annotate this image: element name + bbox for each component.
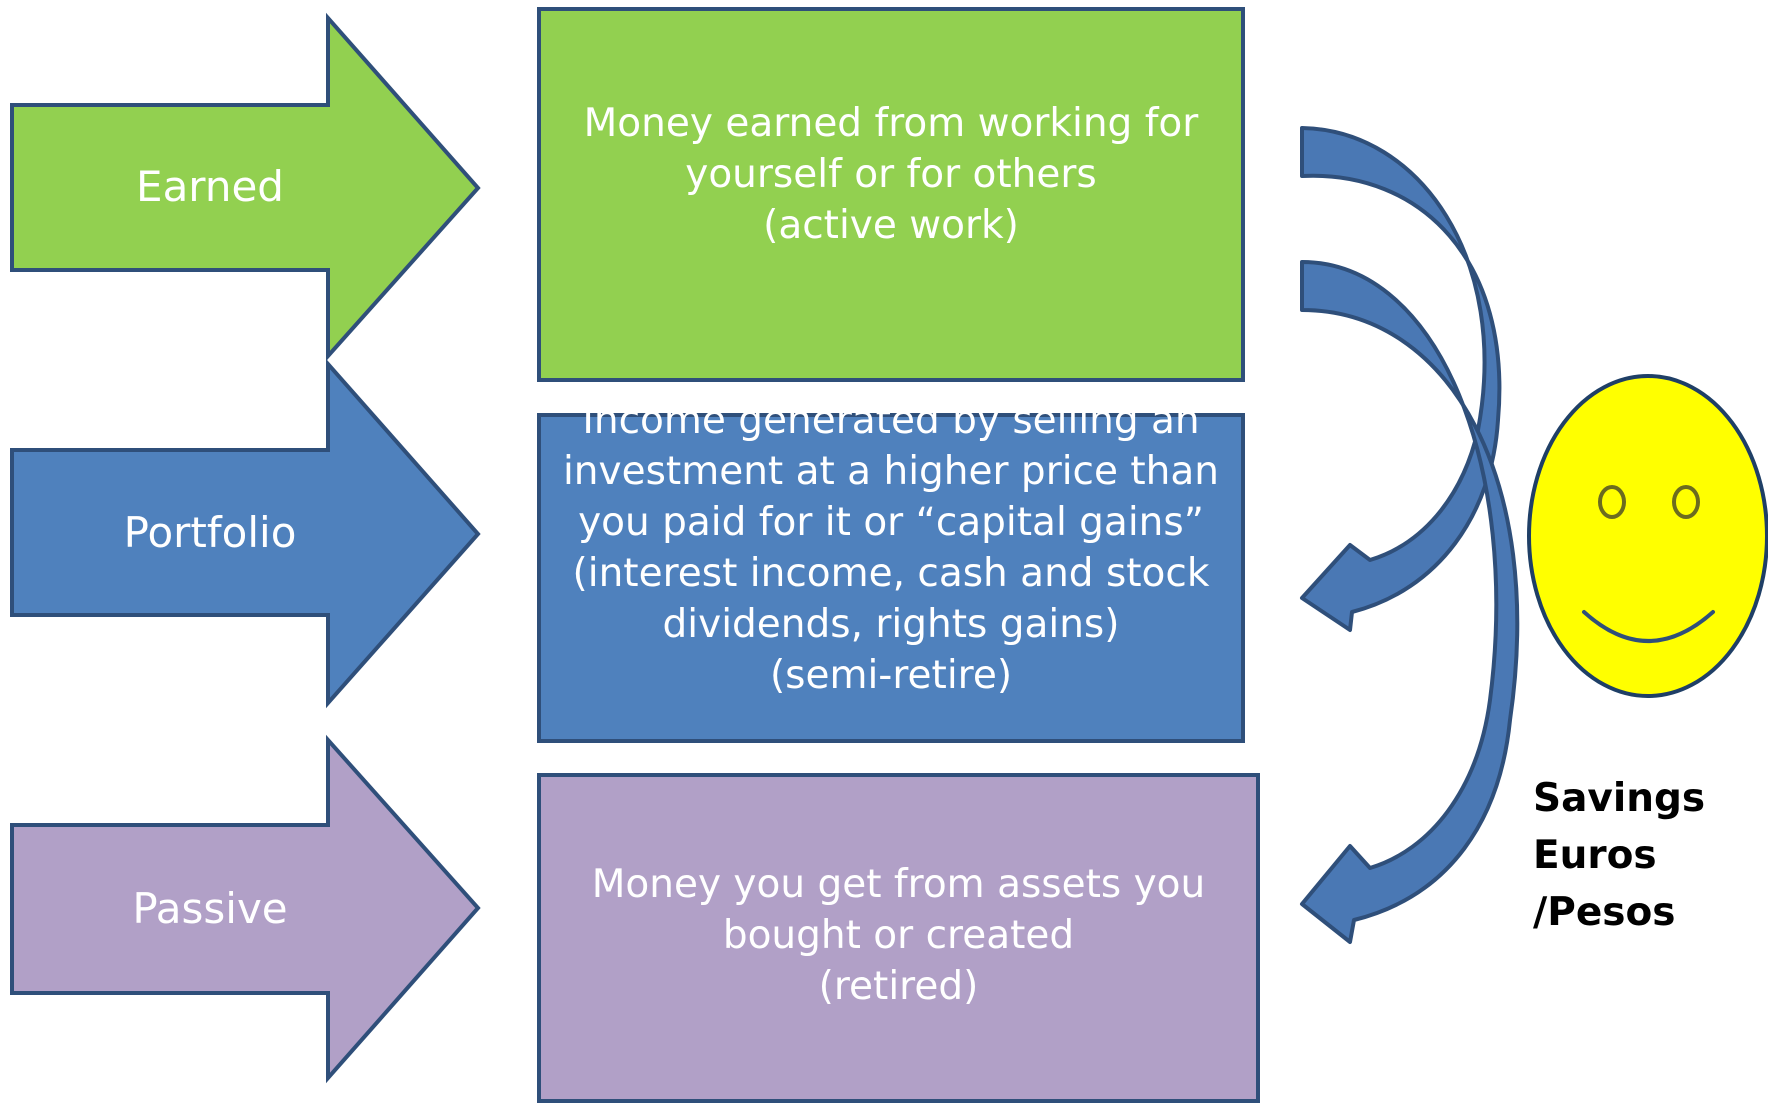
arrow-portfolio-shape xyxy=(10,358,481,709)
portfolio-text-line: (semi-retire) xyxy=(769,653,1013,698)
portfolio-text-line: dividends, rights gains) xyxy=(662,602,1120,647)
arrow-passive-shape xyxy=(10,734,481,1084)
savings-text-line: /Pesos xyxy=(1533,890,1676,935)
portfolio-text-line: (interest income, cash and stock xyxy=(572,551,1210,596)
passive-text-line: (retired) xyxy=(818,964,979,1009)
smiley-face-icon xyxy=(1527,374,1768,698)
savings-label: Savings Euros /Pesos xyxy=(1533,770,1705,941)
arrow-label-passive: Passive xyxy=(132,884,288,933)
curved-arrow-bottom-icon xyxy=(1300,260,1520,944)
savings-text-line: Savings xyxy=(1533,776,1706,821)
passive-text-line: Money you get from assets you xyxy=(591,862,1206,907)
savings-text-line: Euros xyxy=(1533,833,1657,878)
curved-arrow-top-icon xyxy=(1300,126,1502,632)
earned-text-line: yourself or for others xyxy=(685,152,1097,197)
portfolio-description-box: Income generated by selling an investmen… xyxy=(537,398,1245,743)
arrow-earned-shape xyxy=(10,12,481,362)
earned-text-line: (active work) xyxy=(763,203,1019,248)
portfolio-text-line: Income generated by selling an xyxy=(582,398,1200,443)
arrow-label-portfolio: Portfolio xyxy=(123,508,297,557)
portfolio-text-line: investment at a higher price than xyxy=(562,449,1220,494)
passive-description-box: Money you get from assets you bought or … xyxy=(537,773,1260,1103)
passive-text-line: bought or created xyxy=(722,913,1075,958)
arrow-label-earned: Earned xyxy=(136,162,284,211)
earned-description-box: Money earned from working for yourself o… xyxy=(537,7,1245,382)
portfolio-text-line: you paid for it or “capital gains” xyxy=(578,500,1204,545)
earned-text-line: Money earned from working for xyxy=(583,101,1199,146)
